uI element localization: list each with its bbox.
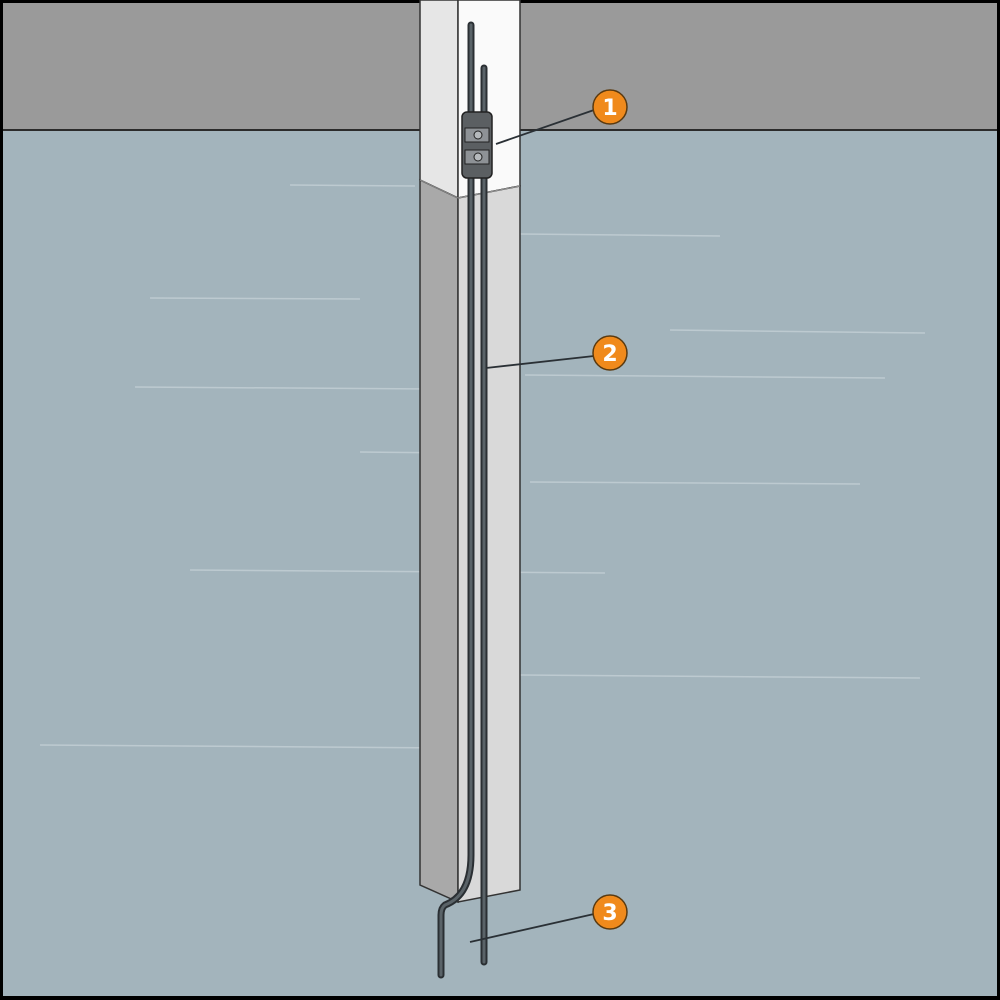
- callout-1: 1: [592, 89, 628, 125]
- callout-2: 2: [592, 335, 628, 371]
- callout-3-label: 3: [602, 901, 617, 926]
- bracket: [461, 111, 493, 179]
- callout-3: 3: [592, 894, 628, 930]
- callout-2-label: 2: [602, 342, 617, 367]
- callout-1-label: 1: [602, 96, 617, 121]
- leader-lines: [469, 109, 595, 943]
- water-ripples: [39, 184, 926, 749]
- rods: [437, 21, 488, 979]
